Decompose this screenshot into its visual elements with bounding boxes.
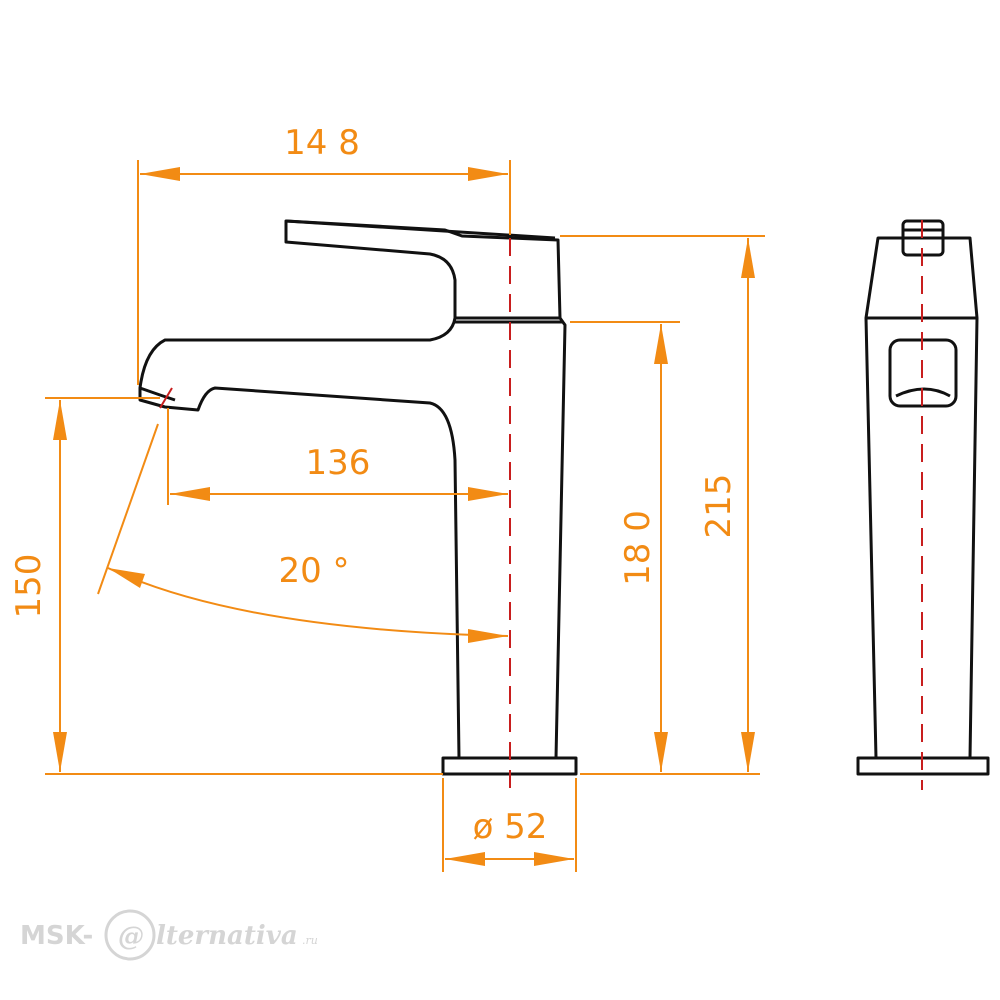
dim-spout-angle: 20 ° bbox=[97, 423, 509, 643]
arrow-head bbox=[53, 732, 67, 772]
dim-total-height: 215 bbox=[560, 235, 765, 772]
dim-label-base-diameter: ø 52 bbox=[473, 807, 548, 847]
arrow-head bbox=[140, 167, 180, 181]
arrow-head bbox=[108, 568, 145, 588]
side-spout-inner bbox=[895, 387, 951, 398]
dim-label-total-height: 215 bbox=[699, 474, 739, 539]
watermark-at-circle bbox=[104, 909, 156, 961]
watermark-at-symbol: @ bbox=[118, 922, 144, 952]
faucet-body bbox=[138, 316, 567, 760]
front-view bbox=[138, 210, 578, 790]
arrow-head bbox=[445, 852, 485, 866]
arrow-head bbox=[53, 400, 67, 440]
arrow-head bbox=[468, 629, 508, 643]
dim-spout-height: 150 bbox=[9, 397, 443, 775]
dim-label-spout-reach: 136 bbox=[306, 443, 371, 483]
arrow-head bbox=[468, 167, 508, 181]
arrow-head bbox=[534, 852, 574, 866]
spout-outlet bbox=[139, 386, 176, 402]
watermark-suffix: .ru bbox=[302, 934, 318, 947]
dim-label-spout-angle: 20 ° bbox=[278, 551, 349, 591]
watermark-logo: MSK- @ lternativa .ru bbox=[20, 909, 318, 961]
arrow-head bbox=[170, 487, 210, 501]
watermark-prefix: MSK- bbox=[20, 921, 93, 951]
lever-handle bbox=[284, 219, 562, 320]
dim-spout-reach: 136 bbox=[167, 408, 508, 505]
watermark-name: lternativa bbox=[156, 921, 298, 951]
dimensions: 14 8 136 20 ° 150 bbox=[9, 123, 765, 872]
arrow-head bbox=[654, 732, 668, 772]
dim-base-diameter: ø 52 bbox=[442, 778, 577, 872]
arrow-head bbox=[468, 487, 508, 501]
outlet-centerline bbox=[159, 387, 173, 409]
dim-overall-reach: 14 8 bbox=[137, 123, 511, 385]
arrow-head bbox=[741, 732, 755, 772]
dim-label-body-height: 18 0 bbox=[618, 510, 658, 586]
side-view bbox=[856, 219, 990, 790]
dim-label-spout-height: 150 bbox=[9, 554, 49, 619]
lever-top-edge bbox=[285, 219, 556, 240]
arrow-head bbox=[654, 324, 668, 364]
dim-body-height: 18 0 bbox=[570, 321, 760, 775]
arrow-head bbox=[741, 238, 755, 278]
dim-label-overall-reach: 14 8 bbox=[284, 123, 360, 163]
